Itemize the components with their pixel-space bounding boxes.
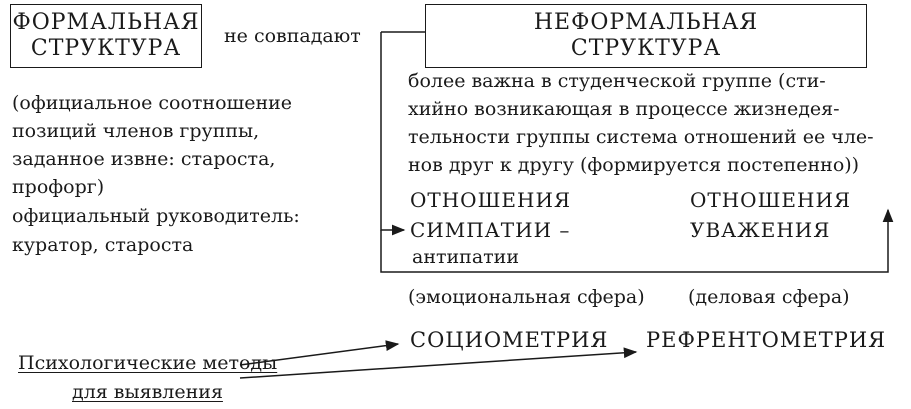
formal-desc-line: официальный руководитель: <box>12 205 300 227</box>
emotional-sphere-label: (эмоциональная сфера) <box>408 286 645 308</box>
methods-to-sociometry-arrow <box>239 340 400 366</box>
informal-title-line2: СТРУКТУРА <box>570 36 722 61</box>
informal-structure-box: НЕФОРМАЛЬНАЯ СТРУКТУРА <box>425 4 867 68</box>
formal-title-line2: СТРУКТУРА <box>30 36 182 61</box>
business-sphere-label: (деловая сфера) <box>688 286 850 308</box>
informal-desc-line: нов друг к другу (формируется постепенно… <box>408 154 860 176</box>
informal-title-line1: НЕФОРМАЛЬНАЯ <box>533 9 759 35</box>
formal-desc-line: позиций членов группы, <box>12 120 260 142</box>
formal-desc-line: заданное извне: староста, <box>12 148 276 170</box>
methods-label-line2: для выявления <box>72 381 223 403</box>
sympathy-title-line2: СИМПАТИИ – <box>410 218 571 242</box>
informal-desc-line: хийно возникающая в процессе жизнедея- <box>408 98 840 120</box>
respect-title-line1: ОТНОШЕНИЯ <box>690 188 852 212</box>
sociometry-label: СОЦИОМЕТРИЯ <box>410 328 609 352</box>
formal-desc-line: профорг) <box>12 176 105 198</box>
informal-desc-line: тельности группы система отношений ее чл… <box>408 126 874 148</box>
sympathy-title-line1: ОТНОШЕНИЯ <box>410 188 572 212</box>
formal-desc-line: (официальное соотношение <box>12 92 293 114</box>
methods-label-line1: Психологические методы <box>18 352 278 374</box>
formal-structure-box: ФОРМАЛЬНАЯ СТРУКТУРА <box>10 4 202 68</box>
methods-to-referentometry-arrow <box>239 347 638 379</box>
formal-desc-line: куратор, староста <box>12 234 194 256</box>
informal-desc-line: более важна в студенческой группе (сти- <box>408 70 826 92</box>
respect-loop-arrow <box>380 208 894 273</box>
formal-title-line1: ФОРМАЛЬНАЯ <box>12 9 200 35</box>
connector-label: не совпадают <box>224 25 361 47</box>
referentometry-label: РЕФРЕНТОМЕТРИЯ <box>646 328 887 352</box>
respect-title-line2: УВАЖЕНИЯ <box>690 218 831 242</box>
sympathy-title-line3: антипатии <box>412 246 519 268</box>
